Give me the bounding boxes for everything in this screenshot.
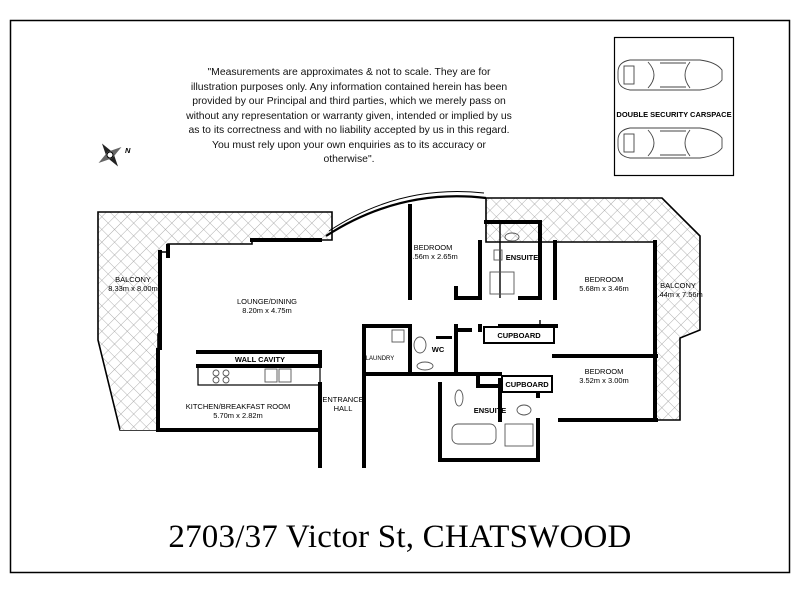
entrance-label-line2: HALL	[334, 404, 353, 413]
bedroom-3-size: 3.52m x 3.00m	[579, 376, 629, 385]
lounge-name: LOUNGE/DINING	[237, 297, 297, 306]
balcony-left-name: BALCONY	[115, 275, 151, 284]
bedroom-1-size: 3.56m x 2.65m	[408, 252, 458, 261]
kitchen-size: 5.70m x 2.82m	[213, 411, 263, 420]
carspace-box: DOUBLE SECURITY CARSPACE	[613, 36, 735, 177]
cooktop-icon	[212, 369, 230, 384]
kitchen-counter	[197, 366, 321, 386]
ensuite-1-name: ENSUITE	[506, 253, 539, 262]
laundry-label: LAUNDRY	[366, 356, 395, 362]
basin-icon	[416, 361, 434, 371]
toilet-icon	[413, 336, 427, 354]
wc-panel	[436, 336, 452, 339]
ensuite-2-fixtures	[451, 389, 534, 447]
basin-icon	[454, 389, 464, 407]
compass-icon	[98, 143, 122, 167]
balcony-right-size: 8.44m x 7.56m	[653, 290, 703, 299]
compass-north-label: N	[125, 146, 131, 155]
cupboard-1-box	[483, 326, 555, 344]
bathtub-icon	[451, 423, 497, 445]
toilet-icon	[516, 404, 532, 416]
walls	[156, 204, 658, 468]
page-frame	[9, 19, 791, 574]
balcony-left-area	[97, 211, 333, 431]
bedroom-1-name: BEDROOM	[414, 243, 453, 252]
property-address: 2703/37 Victor St, CHATSWOOD	[168, 519, 632, 555]
basin-icon	[504, 232, 520, 242]
kitchen-name: KITCHEN/BREAKFAST ROOM	[186, 402, 290, 411]
bedroom-2-name: BEDROOM	[585, 275, 624, 284]
wc-fixtures	[391, 329, 452, 371]
cupboard-2-label: CUPBOARD	[505, 380, 549, 389]
carspace-label: DOUBLE SECURITY CARSPACE	[616, 110, 731, 119]
balcony-right-name: BALCONY	[660, 281, 696, 290]
balcony-left-size: 8.33m x 8.00m	[108, 284, 158, 293]
cupboard-1-label: CUPBOARD	[497, 331, 541, 340]
entrance-label-line1: ENTRANCE	[322, 395, 363, 404]
ensuite-2-name: ENSUITE	[474, 406, 507, 415]
bedroom-3-name: BEDROOM	[585, 367, 624, 376]
car-icon	[617, 59, 723, 91]
laundry-tub-icon	[391, 329, 405, 343]
bedroom-2-size: 5.68m x 3.46m	[579, 284, 629, 293]
ensuite-1-fixtures	[489, 232, 520, 295]
car-icon	[617, 127, 723, 159]
kitchen-sink-icon	[264, 368, 292, 383]
toilet-icon	[493, 249, 503, 261]
shower-icon	[504, 423, 534, 447]
arched-window	[325, 191, 487, 237]
shower-icon	[489, 271, 515, 295]
wc-label: WC	[432, 345, 445, 354]
wall-cavity-label: WALL CAVITY	[235, 355, 285, 364]
disclaimer-text: "Measurements are approximates & not to …	[186, 67, 512, 165]
cupboard-2-box	[501, 375, 553, 393]
lounge-size: 8.20m x 4.75m	[242, 306, 292, 315]
